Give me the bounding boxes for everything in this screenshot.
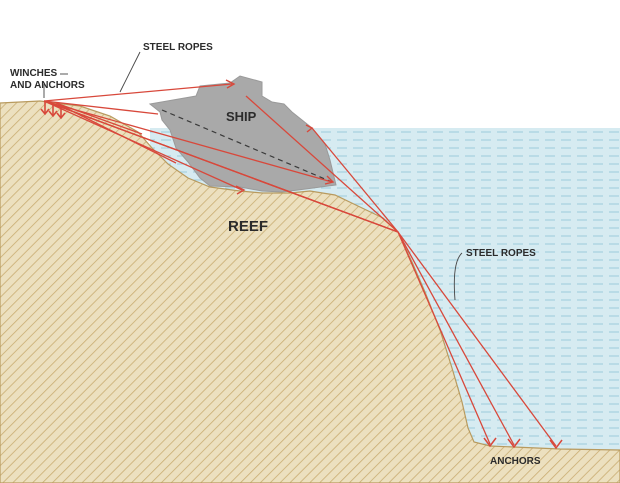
steel-ropes	[43, 83, 557, 447]
ship-arrow-heads	[225, 79, 335, 195]
winches-label-line1: WINCHES	[10, 68, 58, 79]
reef	[0, 100, 620, 483]
reef-label: REEF	[228, 218, 268, 235]
winch-icon	[40, 101, 66, 120]
steel-ropes-right-label: STEEL ROPES	[466, 248, 536, 259]
steel-ropes-top-label: STEEL ROPES	[143, 42, 213, 53]
anchors-label: ANCHORS	[490, 456, 541, 467]
ship-label: SHIP	[226, 109, 257, 124]
dashed-line	[161, 109, 333, 183]
winches-label-line2: AND ANCHORS	[10, 80, 85, 91]
anchor-arrow-icon	[483, 437, 563, 450]
leader-lines	[43, 51, 463, 301]
